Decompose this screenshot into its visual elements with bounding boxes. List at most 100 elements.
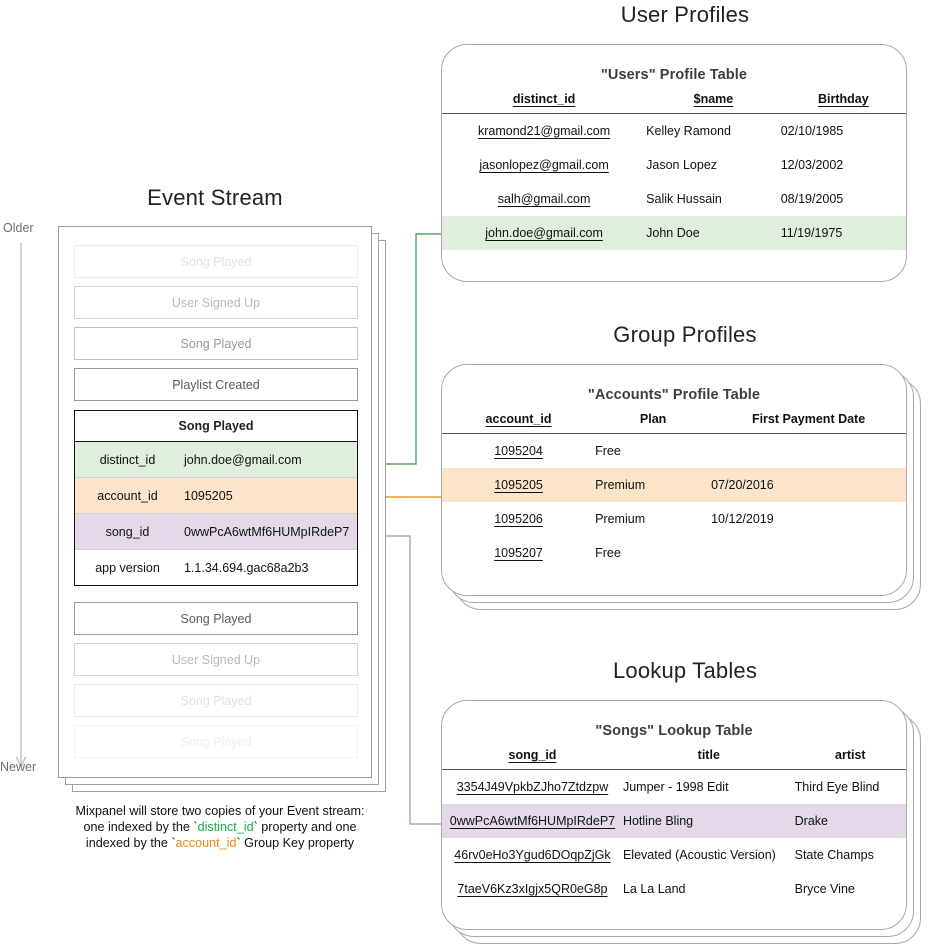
event-row[interactable]: User Signed Up (74, 286, 358, 319)
cell-artist: Third Eye Blind (794, 780, 880, 794)
songs-card-stack: "Songs" Lookup Table song_id title artis… (441, 700, 931, 948)
col-birthday: Birthday (818, 92, 869, 106)
caption-line2-post: ` property and one (253, 820, 357, 834)
property-key: song_id (105, 524, 150, 539)
cell-birthday: 12/03/2002 (780, 158, 844, 172)
event-row[interactable]: Song Played (74, 602, 358, 635)
table-row-highlighted[interactable]: 0wwPcA6wtMf6HUMpIRdeP7 Hotline Bling Dra… (442, 804, 906, 838)
event-label: User Signed Up (171, 652, 261, 667)
col-plan: Plan (639, 412, 667, 426)
cell-artist: Drake (794, 804, 906, 838)
cell-song-id: 46rv0eHo3Ygud6DOqpZjGk (454, 848, 611, 862)
event-row[interactable]: Song Played (74, 245, 358, 278)
property-value: john.doe@gmail.com (184, 452, 302, 467)
cell-account-id: 1095205 (442, 468, 596, 502)
users-table-title: "Users" Profile Table (600, 67, 748, 83)
event-row[interactable]: Song Played (74, 725, 358, 758)
selected-event-name: Song Played (75, 411, 357, 442)
cell-name: John Doe (646, 216, 781, 250)
property-value: 0wwPcA6wtMf6HUMpIRdeP7 (184, 524, 350, 539)
cell-song-id: 0wwPcA6wtMf6HUMpIRdeP7 (442, 804, 623, 838)
table-row[interactable]: salh@gmail.com Salik Hussain 08/19/2005 (442, 182, 906, 216)
cell-artist: Bryce Vine (794, 882, 855, 896)
table-row-highlighted[interactable]: john.doe@gmail.com John Doe 11/19/1975 (442, 216, 906, 250)
property-value: 1.1.34.694.gac68a2b3 (184, 561, 309, 575)
cell-first-payment-date: 07/20/2016 (711, 468, 906, 502)
table-header-row: distinct_id $name Birthday (442, 83, 906, 114)
cell-plan: Premium (595, 512, 646, 526)
event-row[interactable]: Song Played (74, 684, 358, 717)
caption-token-account-id: account_id (175, 836, 237, 850)
event-stream-card: Song Played User Signed Up Song Played P… (58, 226, 372, 778)
caption-line2-pre: one indexed by the ` (83, 820, 198, 834)
caption-token-distinct-id: distinct_id (197, 820, 254, 834)
table-row[interactable]: jasonlopez@gmail.com Jason Lopez 12/03/2… (442, 148, 906, 182)
event-stream-title: Event Stream (147, 185, 283, 210)
songs-card: "Songs" Lookup Table song_id title artis… (441, 700, 907, 930)
caption-line-1: Mixpanel will store two copies of your E… (75, 804, 365, 818)
cell-name: Jason Lopez (646, 158, 718, 172)
table-row[interactable]: 1095207 Free (442, 536, 906, 570)
property-value: 1095205 (184, 488, 233, 503)
event-row[interactable]: Playlist Created (74, 368, 358, 401)
cell-plan: Premium (595, 468, 712, 502)
group-profiles-title: Group Profiles (613, 322, 757, 347)
caption-line-3: indexed by the `account_id` Group Key pr… (38, 835, 402, 851)
table-row[interactable]: 1095204 Free (442, 434, 906, 469)
lookup-tables-title: Lookup Tables (612, 658, 758, 683)
col-title: title (697, 748, 720, 762)
users-card-stack: "Users" Profile Table distinct_id $name … (441, 44, 921, 288)
event-row[interactable]: Song Played (74, 327, 358, 360)
event-stream-stack: Song Played User Signed Up Song Played P… (58, 226, 398, 792)
event-label: Song Played (180, 611, 252, 626)
caption-line3-post: ` Group Key property (236, 836, 355, 850)
event-label: Playlist Created (172, 377, 260, 392)
songs-table: song_id title artist 3354J49VpkbZJho7Ztd… (442, 739, 906, 906)
cell-first-payment-date: 10/12/2019 (711, 512, 774, 526)
event-property-song-id: song_id 0wwPcA6wtMf6HUMpIRdeP7 (75, 514, 357, 550)
cell-account-id: 1095204 (494, 444, 543, 458)
cell-first-payment-date (711, 434, 906, 469)
cell-plan: Free (595, 546, 621, 560)
cell-distinct-id: jasonlopez@gmail.com (479, 158, 609, 172)
cell-title: La La Land (622, 882, 686, 896)
cell-title: Jumper - 1998 Edit (622, 780, 729, 794)
property-key: account_id (97, 488, 158, 503)
table-header-row: account_id Plan First Payment Date (442, 403, 906, 434)
cell-distinct-id: salh@gmail.com (497, 192, 591, 206)
cell-artist: State Champs (794, 848, 874, 862)
event-row[interactable]: User Signed Up (74, 643, 358, 676)
event-property-app-version: app version 1.1.34.694.gac68a2b3 (75, 550, 357, 586)
table-row[interactable]: 7taeV6Kz3xIgjx5QR0eG8p La La Land Bryce … (442, 872, 906, 906)
table-row-highlighted[interactable]: 1095205 Premium 07/20/2016 (442, 468, 906, 502)
event-property-account-id: account_id 1095205 (75, 478, 357, 514)
table-row[interactable]: 1095206 Premium 10/12/2019 (442, 502, 906, 536)
songs-table-title: "Songs" Lookup Table (595, 723, 753, 739)
cell-account-id: 1095207 (494, 546, 543, 560)
table-header-row: song_id title artist (442, 739, 906, 770)
col-artist: artist (835, 748, 866, 762)
user-profiles-title: User Profiles (620, 2, 750, 27)
cell-birthday: 08/19/2005 (780, 192, 844, 206)
table-row[interactable]: kramond21@gmail.com Kelley Ramond 02/10/… (442, 114, 906, 149)
property-key: distinct_id (99, 452, 156, 467)
event-property-distinct-id: distinct_id john.doe@gmail.com (75, 442, 357, 478)
cell-distinct-id: john.doe@gmail.com (442, 216, 647, 250)
accounts-card: "Accounts" Profile Table account_id Plan… (441, 364, 907, 596)
table-row[interactable]: 3354J49VpkbZJho7Ztdzpw Jumper - 1998 Edi… (442, 770, 906, 805)
timeline-older-label: Older (3, 221, 34, 235)
table-row[interactable]: 46rv0eHo3Ygud6DOqpZjGk Elevated (Acousti… (442, 838, 906, 872)
selected-event-card[interactable]: Song Played distinct_id john.doe@gmail.c… (74, 410, 358, 586)
users-table: distinct_id $name Birthday kramond21@gma… (442, 83, 906, 250)
cell-plan: Free (595, 444, 621, 458)
caption-line3-pre: indexed by the ` (85, 836, 176, 850)
cell-title: Hotline Bling (622, 804, 795, 838)
col-distinct-id: distinct_id (512, 92, 576, 106)
accounts-table: account_id Plan First Payment Date 10952… (442, 403, 906, 570)
event-stream-caption: Mixpanel will store two copies of your E… (38, 803, 402, 851)
accounts-card-stack: "Accounts" Profile Table account_id Plan… (441, 364, 931, 614)
cell-account-id: 1095206 (494, 512, 543, 526)
cell-name: Kelley Ramond (646, 124, 731, 138)
caption-line-2: one indexed by the `distinct_id` propert… (38, 819, 402, 835)
cell-song-id: 7taeV6Kz3xIgjx5QR0eG8p (457, 882, 608, 896)
